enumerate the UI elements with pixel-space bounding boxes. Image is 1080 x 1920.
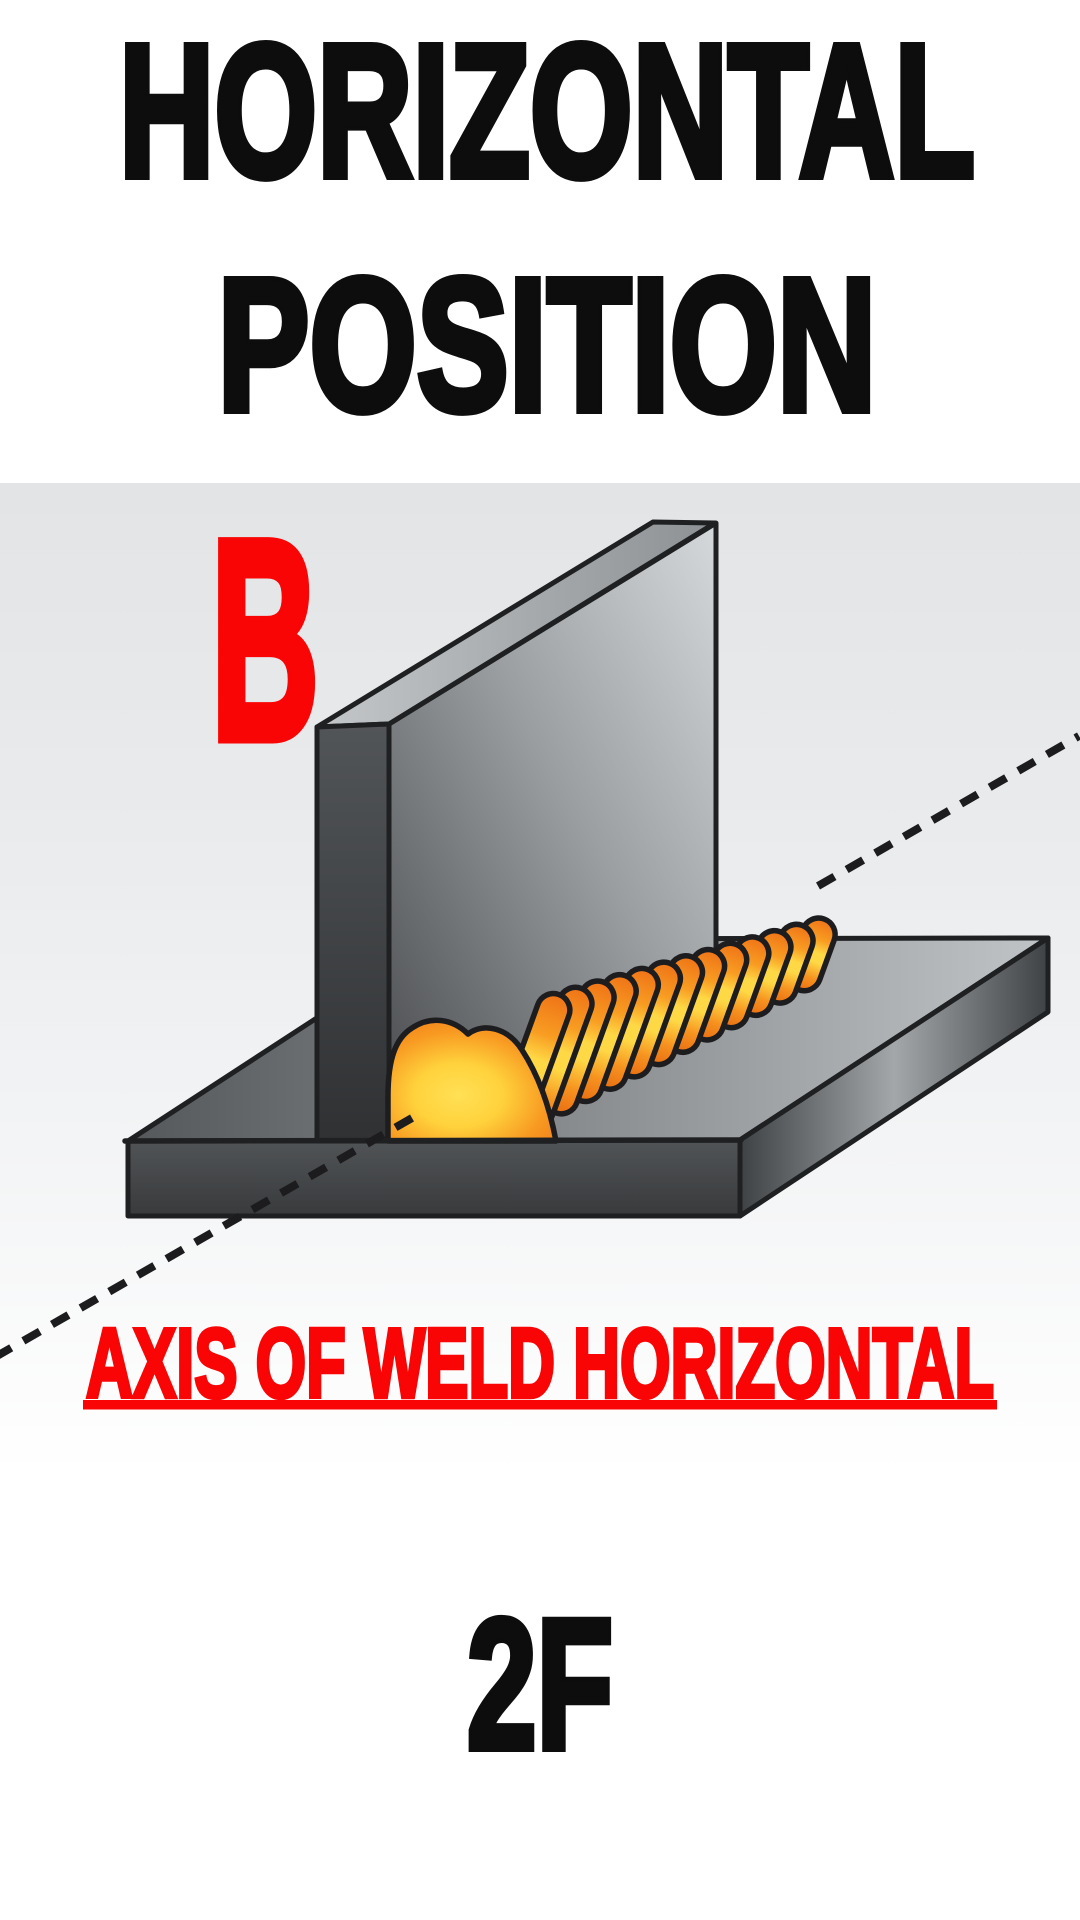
weld-bead [385, 915, 838, 1144]
weld-start-crater [385, 1017, 559, 1144]
weld-diagram [0, 519, 1080, 1359]
weld-axis-dashed-line-lower [0, 1114, 414, 1359]
base-plate-right-face [737, 935, 1051, 1219]
title-line-2: POSITION [218, 240, 877, 451]
axis-caption-underline [83, 1400, 997, 1410]
joint-label: B [211, 482, 319, 799]
base-plate-front-face [125, 1137, 743, 1219]
title-line-1: HORIZONTAL [119, 6, 975, 217]
weld-axis-dashed-line-upper [816, 732, 1080, 890]
base-plate-front-edge [122, 1137, 744, 1144]
position-code: 2F [467, 1582, 613, 1788]
vertical-plate-end-face [314, 721, 392, 1144]
